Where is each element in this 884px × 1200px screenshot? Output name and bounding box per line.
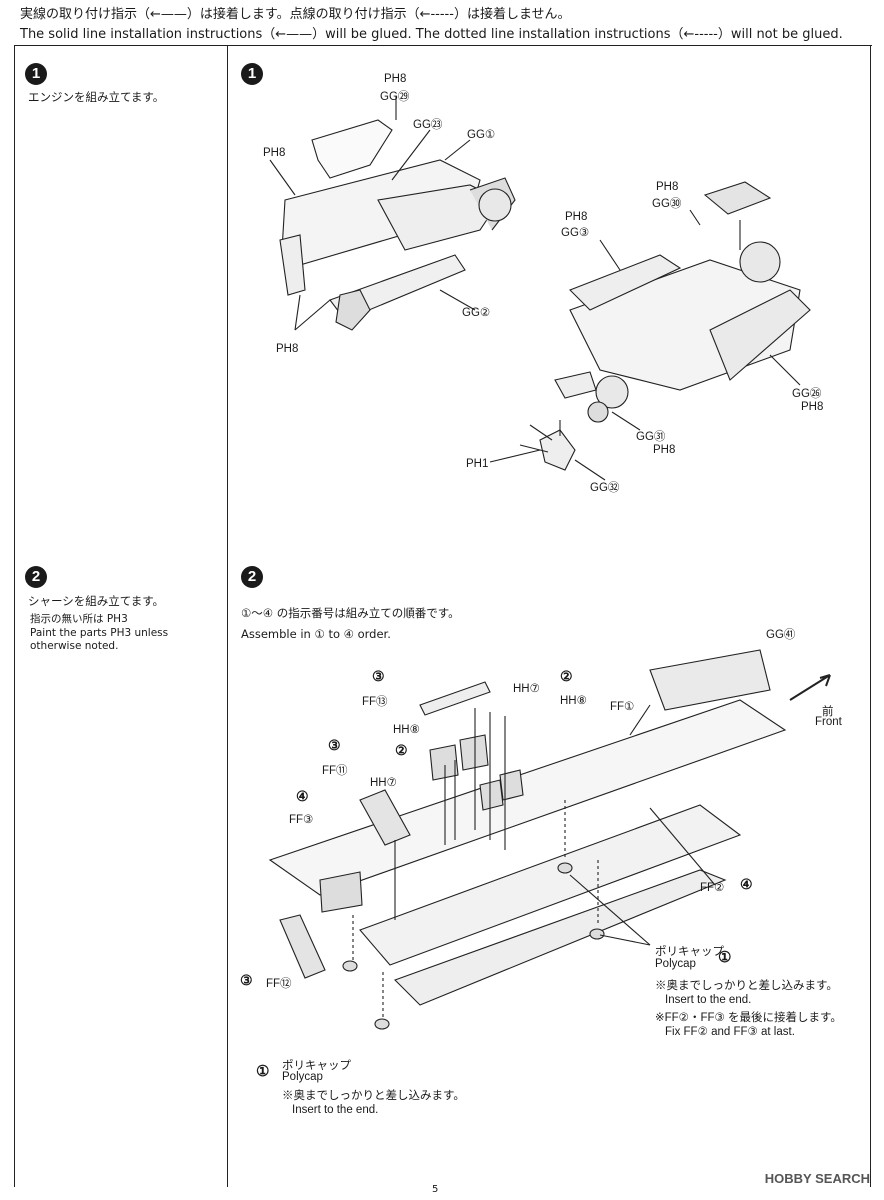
part-label-ph1: PH1 (466, 458, 489, 470)
part-label-ff13: FF⑬ (362, 696, 388, 708)
order-marker-3: ③ (240, 972, 253, 988)
polycap-label-en: Polycap (655, 958, 696, 970)
part-label-ph8: PH8 (656, 181, 679, 193)
step2-order-en: Assemble in ① to ④ order. (241, 627, 391, 641)
order-marker-4: ④ (296, 788, 309, 804)
header-line-en: The solid line installation instructions… (20, 27, 843, 42)
column-divider (227, 46, 228, 1187)
step2-description: シャーシを組み立てます。 (28, 594, 165, 608)
header-divider (14, 45, 872, 46)
right-border (870, 46, 871, 1187)
instruction-header: 実線の取り付け指示（←——）は接着します。点線の取り付け指示（←-----）は接… (0, 0, 884, 46)
part-label-ff3: FF③ (289, 814, 314, 826)
insert-note-en: Insert to the end. (665, 994, 752, 1006)
polycap-label-jp: ポリキャップ (655, 946, 724, 958)
part-label-hh8: HH⑧ (393, 724, 420, 736)
part-label-gg26: GG㉖ (792, 388, 822, 400)
step2-number-right: 2 (241, 566, 263, 588)
step1-description: エンジンを組み立てます。 (28, 90, 165, 104)
step2-order-jp: ①～④ の指示番号は組み立ての順番です。 (241, 606, 460, 620)
part-label-hh8: HH⑧ (560, 695, 587, 707)
part-label-ff11: FF⑪ (322, 765, 348, 777)
part-label-ff1: FF① (610, 701, 635, 713)
step2-note-en-1: Paint the parts PH3 unless (30, 627, 169, 639)
part-label-ph8: PH8 (263, 147, 286, 159)
insert-note-jp: ※奥までしっかりと差し込みます。 (655, 980, 838, 992)
polycap-label-jp: ポリキャップ (282, 1060, 351, 1072)
part-label-ph8: PH8 (384, 73, 407, 85)
order-marker-3: ③ (372, 668, 385, 684)
fix-note-jp: ※FF②・FF③ を最後に接着します。 (655, 1012, 842, 1024)
order-marker-2: ② (395, 742, 408, 758)
fix-note-en: Fix FF② and FF③ at last. (665, 1026, 795, 1038)
part-label-ff12: FF⑫ (266, 978, 292, 990)
step1-number-right: 1 (241, 63, 263, 85)
left-border (14, 46, 15, 1187)
page-number: 5 (432, 1184, 439, 1195)
part-label-gg23: GG㉓ (413, 119, 443, 131)
part-label-gg41: GG㊶ (766, 629, 796, 641)
part-label-ph8: PH8 (653, 444, 676, 456)
order-marker-1: ① (256, 1063, 270, 1080)
part-label-gg30: GG㉚ (652, 198, 682, 210)
part-label-gg2: GG② (462, 307, 491, 319)
front-label-en: Front (815, 716, 842, 728)
step2-number-left: 2 (25, 566, 47, 588)
part-label-gg3: GG③ (561, 227, 590, 239)
part-label-gg31: GG㉛ (636, 431, 666, 443)
part-label-ff2: FF② (700, 882, 725, 894)
part-label-ph8: PH8 (565, 211, 588, 223)
order-marker-1: ① (718, 949, 732, 966)
part-label-gg32: GG㉜ (590, 482, 620, 494)
part-label-hh7: HH⑦ (513, 683, 540, 695)
polycap-label-en: Polycap (282, 1071, 323, 1083)
insert-note-en: Insert to the end. (292, 1104, 379, 1116)
order-marker-4: ④ (740, 876, 753, 892)
step1-number-left: 1 (25, 63, 47, 85)
part-label-ph8: PH8 (276, 343, 299, 355)
step2-note-en-2: otherwise noted. (30, 640, 119, 652)
order-marker-2: ② (560, 668, 573, 684)
watermark-logo: HOBBY SEARCH (764, 1171, 870, 1186)
part-label-ph8: PH8 (801, 401, 824, 413)
insert-note-jp: ※奥までしっかりと差し込みます。 (282, 1090, 465, 1102)
part-label-gg29: GG㉙ (380, 91, 410, 103)
header-line-jp: 実線の取り付け指示（←——）は接着します。点線の取り付け指示（←-----）は接… (20, 7, 571, 22)
front-label-jp: 前 (822, 706, 834, 718)
order-marker-3: ③ (328, 737, 341, 753)
part-label-gg1: GG① (467, 129, 496, 141)
step2-note-jp: 指示の無い所は PH3 (30, 613, 128, 625)
part-label-hh7: HH⑦ (370, 777, 397, 789)
